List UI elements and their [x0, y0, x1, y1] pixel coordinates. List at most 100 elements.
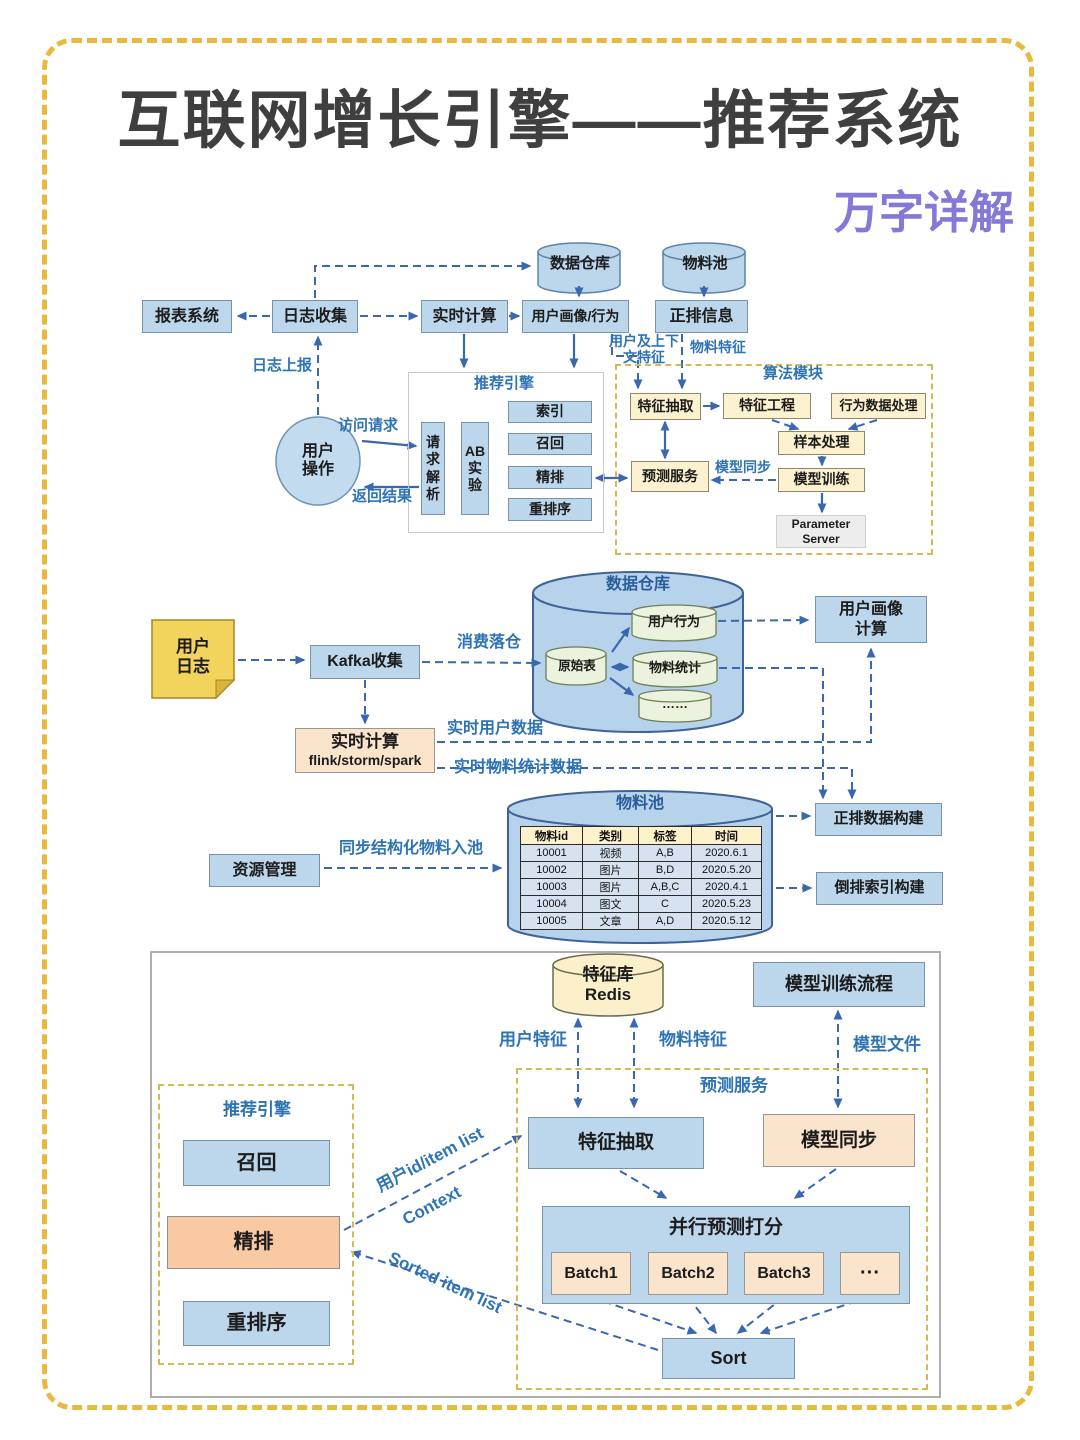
more-tables-label: ……: [662, 695, 688, 711]
resource-mgmt-box: 资源管理: [209, 854, 320, 887]
data-warehouse-cylinder-label: 数据仓库: [549, 255, 610, 273]
pool-cell: 图片: [582, 861, 639, 879]
rec-engine-panel-bottom: [158, 1084, 354, 1365]
page-title: 互联网增长引擎——推荐系统: [117, 86, 963, 156]
user-action-label: 用户 操作: [301, 442, 334, 478]
rank-box-top: 精排: [508, 466, 592, 489]
pool-cell: 10004: [520, 895, 583, 913]
visit-request-label: 访问请求: [337, 416, 398, 434]
top-flow-arrows: [236, 261, 878, 514]
user-profile-behavior-box: 用户画像/行为: [522, 300, 629, 333]
log-collect-box: 日志收集: [272, 300, 358, 333]
realtime-flink-box: 实时计算 flink/storm/spark: [295, 728, 435, 773]
behavior-data-proc-box: 行为数据处理: [831, 393, 926, 419]
raw-table-label: 原始表: [558, 658, 596, 673]
batch1-box: Batch1: [551, 1252, 631, 1295]
profile-calc-box: 用户画像 计算: [815, 596, 927, 643]
return-result-label: 返回结果: [351, 487, 412, 505]
user-feature-label: 用户特征: [499, 1029, 567, 1049]
pool-cell: 2020.5.23: [691, 895, 762, 913]
predict-service-panel: [516, 1068, 928, 1390]
user-action-ellipse: [275, 416, 361, 506]
user-behavior-cylinder: [631, 604, 717, 642]
material-stat-cylinder: [632, 650, 718, 688]
ab-test-box: AB 实 验: [461, 422, 489, 515]
log-upload-label: 日志上报: [252, 356, 313, 374]
material-pool-cylinder-label: 物料池: [682, 255, 728, 273]
material-pool-big-title: 物料池: [615, 794, 664, 812]
feature-store-redis-label: 特征库 Redis: [582, 965, 634, 1004]
user-context-feature-label: 用户及上下 文特征: [609, 332, 679, 365]
material-feature-label-bottom: 物料特征: [659, 1029, 727, 1049]
rec-engine-top-title: 推荐引擎: [473, 374, 534, 392]
model-file-label: 模型文件: [853, 1034, 921, 1054]
model-sync-label-top: 模型同步: [715, 459, 771, 476]
algo-module-panel: [615, 364, 933, 555]
feature-extract-box-bottom: 特征抽取: [528, 1117, 704, 1169]
realtime-flink-title: 实时计算: [331, 731, 399, 751]
recall-box-bottom: 召回: [183, 1140, 330, 1186]
user-log-sticky-note: [151, 619, 236, 700]
page-subtitle: 万字详解: [833, 187, 1014, 238]
sort-box: Sort: [662, 1338, 795, 1379]
batch-more-box: ···: [840, 1252, 900, 1295]
pool-header-cell: 标签: [638, 826, 692, 845]
pool-cell: 10005: [520, 912, 583, 930]
pool-cell: 10003: [520, 878, 583, 896]
batch2-box: Batch2: [648, 1252, 728, 1295]
data-warehouse-small-cylinder: [537, 242, 621, 294]
forward-info-box: 正排信息: [655, 300, 748, 333]
pool-cell: 2020.5.20: [691, 861, 762, 879]
sample-proc-box: 样本处理: [778, 431, 865, 455]
pool-header-row: 物料id 类别 标签 时间: [520, 826, 762, 845]
pool-cell: C: [638, 895, 692, 913]
model-train-flow-box: 模型训练流程: [753, 962, 925, 1007]
inverted-build-box: 倒排索引构建: [816, 872, 943, 905]
algo-module-title: 算法模块: [762, 365, 823, 383]
bottom-section-container: [150, 951, 941, 1398]
pool-cell: A,D: [638, 912, 692, 930]
pool-cell: 10001: [520, 844, 583, 862]
rec-engine-panel-top: [408, 372, 604, 533]
forward-build-box: 正排数据构建: [815, 803, 942, 836]
parameter-server-box: Parameter Server: [776, 515, 866, 548]
pool-cell: A,B,C: [638, 878, 692, 896]
rerank-box-bottom: 重排序: [183, 1301, 330, 1346]
feature-extract-box-top: 特征抽取: [630, 393, 701, 420]
pool-cell: A,B: [638, 844, 692, 862]
material-pool-small-cylinder: [662, 242, 746, 294]
rank-box-bottom: 精排: [167, 1216, 340, 1269]
pool-cell: B,D: [638, 861, 692, 879]
raw-table-cylinder: [545, 646, 607, 686]
recall-box-top: 召回: [508, 433, 592, 455]
predict-service-bottom-title: 预测服务: [700, 1075, 768, 1095]
warehouse-big-title: 数据仓库: [605, 575, 670, 593]
rerank-box-top: 重排序: [508, 498, 592, 521]
kafka-collect-box: Kafka收集: [310, 645, 420, 679]
model-sync-box-bottom: 模型同步: [763, 1114, 915, 1167]
rt-user-data-label: 实时用户数据: [446, 719, 543, 737]
material-stat-label: 物料统计: [648, 659, 701, 675]
pool-cell: 2020.5.12: [691, 912, 762, 930]
request-parse-box: 请 求 解 析: [421, 422, 445, 515]
more-tables-cylinder: [638, 689, 712, 723]
feature-eng-box: 特征工程: [723, 393, 811, 419]
consume-label: 消费落仓: [456, 633, 521, 651]
mid-flow-arrows: [238, 615, 876, 893]
material-feature-label-top: 物料特征: [690, 338, 746, 355]
pool-cell: 视频: [582, 844, 639, 862]
rt-material-data-label: 实时物料统计数据: [453, 758, 582, 776]
pool-header-cell: 类别: [582, 826, 639, 845]
pool-cell: 10002: [520, 861, 583, 879]
index-box: 索引: [508, 401, 592, 423]
page-dashed-border: [42, 38, 1034, 1410]
user-behavior-label: 用户行为: [647, 613, 700, 629]
user-log-label: 用户 日志: [176, 637, 210, 676]
sync-material-label: 同步结构化物料入池: [338, 839, 483, 857]
pool-header-cell: 物料id: [520, 826, 583, 845]
